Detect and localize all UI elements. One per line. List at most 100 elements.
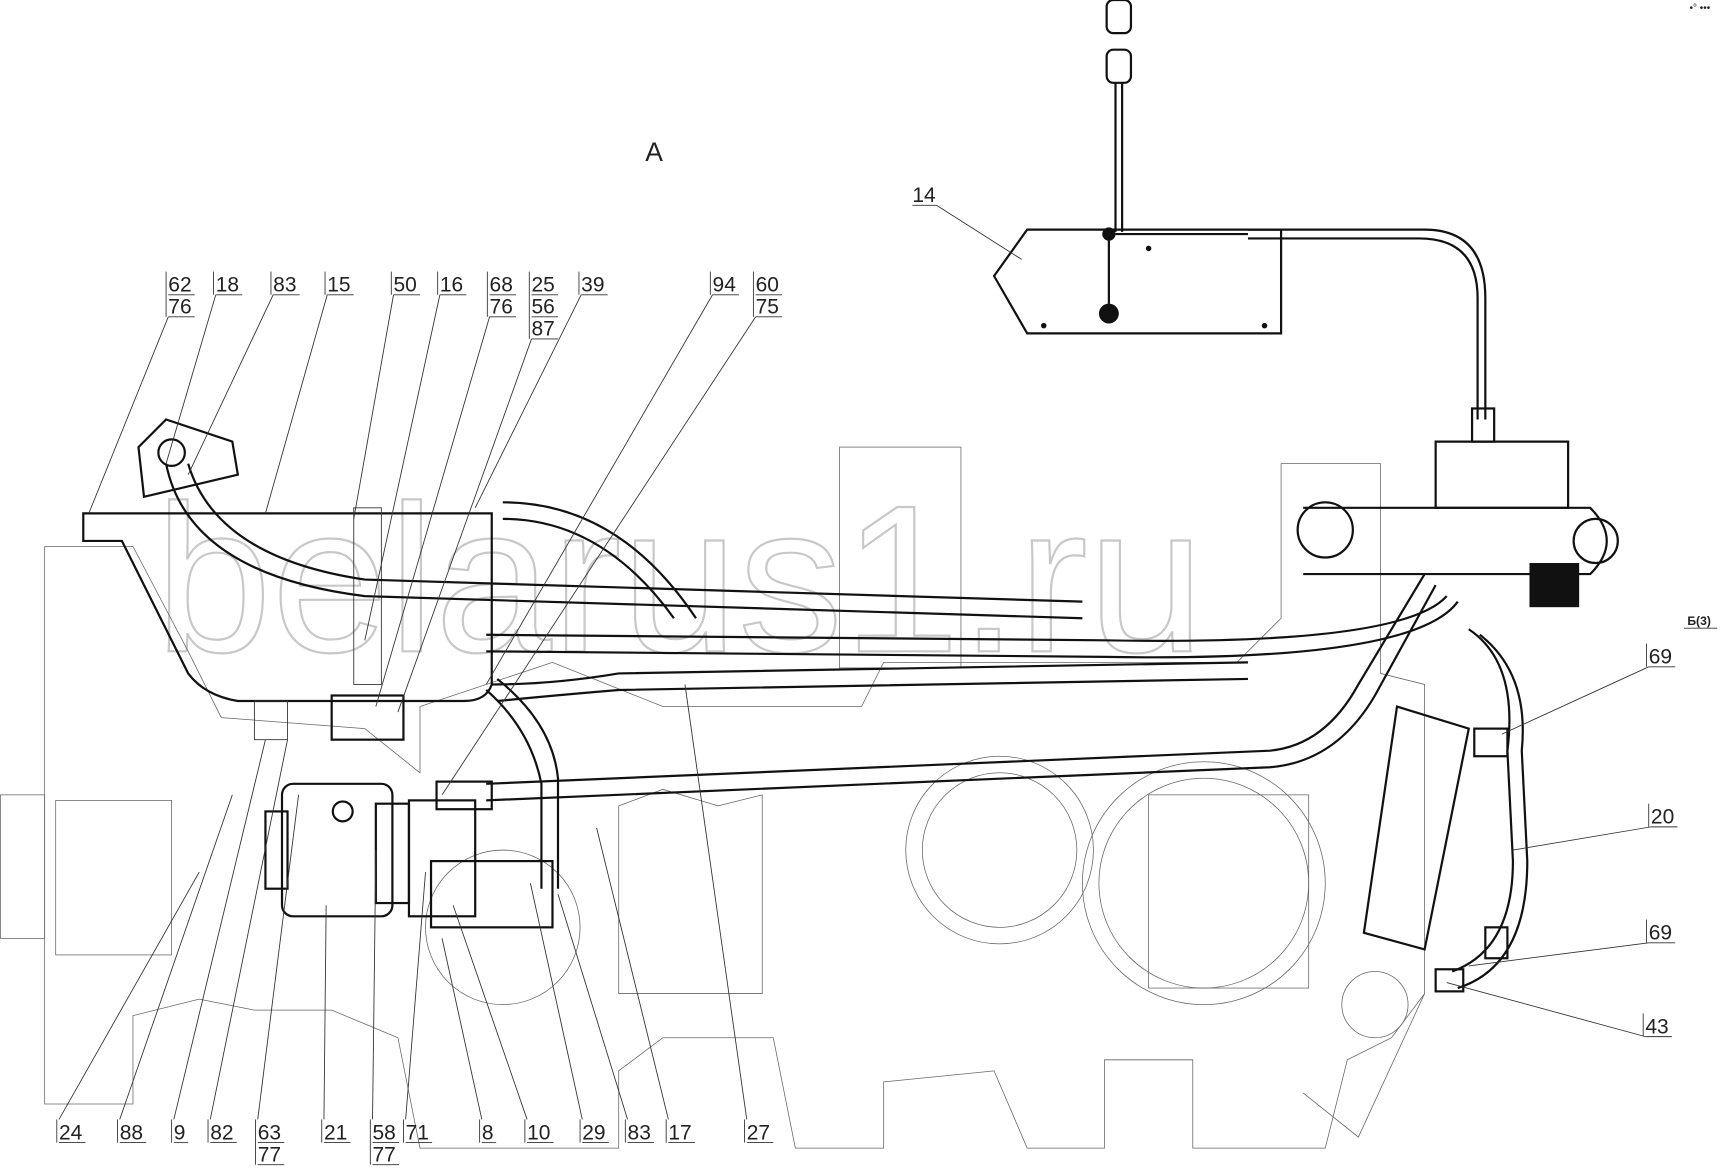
- leader-line: [1512, 826, 1651, 851]
- leader-line: [372, 850, 377, 1120]
- callout-88: 88: [117, 794, 233, 1144]
- leader-line: [88, 316, 169, 514]
- leader-line: [529, 883, 583, 1120]
- hydraulic-cylinder: [1296, 440, 1619, 951]
- watermark: belarus1.ru: [155, 462, 1204, 696]
- callout-number: 69: [1649, 645, 1672, 668]
- callout-number: 25: [531, 273, 554, 296]
- leader-line: [353, 294, 394, 519]
- leader-line: [405, 872, 426, 1120]
- callout-sub-number: 75: [756, 296, 779, 319]
- callout-21: 21: [321, 905, 351, 1144]
- callout-number: 8: [482, 1121, 494, 1144]
- callout-69: 69: [1468, 919, 1676, 967]
- corner-mark: •° •••: [1690, 3, 1711, 14]
- callout-number: 71: [406, 1121, 429, 1144]
- callout-number: 83: [628, 1121, 651, 1144]
- leader-line: [441, 316, 756, 796]
- leader-line: [257, 794, 299, 1120]
- callout-9: 9: [171, 739, 266, 1144]
- callout-83: 83: [187, 271, 300, 475]
- callout-number: 60: [756, 273, 779, 296]
- callout-24: 24: [56, 871, 200, 1144]
- callout-number: 94: [713, 273, 737, 296]
- callout-number: 82: [210, 1121, 233, 1144]
- leader-line: [119, 794, 233, 1120]
- leader-line: [557, 894, 628, 1120]
- callout-number: 10: [527, 1121, 550, 1144]
- callout-39: 39: [474, 271, 608, 509]
- callout-83: 83: [557, 894, 655, 1144]
- hydraulic-pump: [264, 780, 554, 929]
- callout-number: 58: [373, 1121, 396, 1144]
- callout-16: 16: [364, 271, 467, 641]
- callout-number: 88: [120, 1121, 143, 1144]
- leader-line: [1446, 982, 1646, 1038]
- callout-number: 20: [1651, 806, 1674, 829]
- leader-line: [397, 338, 532, 713]
- callout-14: 14: [912, 184, 1022, 260]
- callout-number: 83: [273, 273, 296, 296]
- callout-number: 50: [394, 273, 417, 296]
- callout-number: 16: [440, 273, 463, 296]
- callout-number: 9: [174, 1121, 186, 1144]
- leader-line: [485, 294, 713, 685]
- callout-29: 29: [529, 883, 609, 1144]
- callout-43: 43: [1446, 982, 1672, 1038]
- callout-17: 17: [596, 827, 695, 1144]
- callout-15: 15: [265, 271, 354, 514]
- callout-71: 71: [402, 872, 433, 1144]
- leader-line: [323, 905, 327, 1120]
- leader-line: [173, 739, 266, 1120]
- callout-50: 50: [353, 271, 420, 519]
- leader-line: [474, 294, 582, 509]
- callout-sub-number: 76: [490, 296, 513, 319]
- callout-8: 8: [441, 938, 497, 1144]
- callout-sub-number: 76: [168, 296, 191, 319]
- leader-line: [1468, 942, 1649, 967]
- callout-69: 69: [1501, 643, 1676, 735]
- callout-number: 29: [582, 1121, 605, 1144]
- leader-line: [58, 871, 200, 1120]
- callout-number: 63: [258, 1121, 281, 1144]
- leader-line: [684, 684, 748, 1120]
- leader-line: [187, 294, 274, 475]
- leader-line: [209, 739, 288, 1120]
- leader-line: [441, 938, 483, 1120]
- oil-tank: [82, 507, 493, 741]
- callout-number: 68: [490, 273, 513, 296]
- callout-number: 24: [59, 1121, 83, 1144]
- callout-82: 82: [207, 739, 288, 1144]
- leader-line: [265, 294, 328, 514]
- leader-line: [375, 316, 490, 707]
- callout-number: 27: [747, 1121, 770, 1144]
- callout-number: 18: [216, 273, 239, 296]
- callout-20: 20: [1512, 803, 1678, 851]
- callout-sub-number: 87: [531, 318, 554, 341]
- leader-line: [596, 827, 669, 1120]
- leader-line: [452, 905, 528, 1120]
- view-label: A: [645, 137, 663, 167]
- callout-number: 62: [168, 273, 191, 296]
- callout-number: 43: [1645, 1015, 1668, 1038]
- callout-94: 94: [485, 271, 740, 685]
- leader-line: [364, 294, 441, 641]
- filler-neck: [137, 418, 1083, 620]
- callout-number: 17: [668, 1121, 691, 1144]
- leader-line: [1501, 666, 1649, 735]
- leader-line: [165, 294, 217, 464]
- callout-number: 69: [1649, 921, 1672, 944]
- hoses: [485, 501, 1529, 993]
- section-ref: Б(3): [1687, 614, 1711, 628]
- callout-number: 15: [327, 273, 350, 296]
- callout-number: 14: [912, 184, 936, 207]
- callout-sub-number: 56: [531, 296, 554, 319]
- callout-sub-number: 77: [373, 1143, 396, 1166]
- transmission-housing: [0, 446, 1425, 1149]
